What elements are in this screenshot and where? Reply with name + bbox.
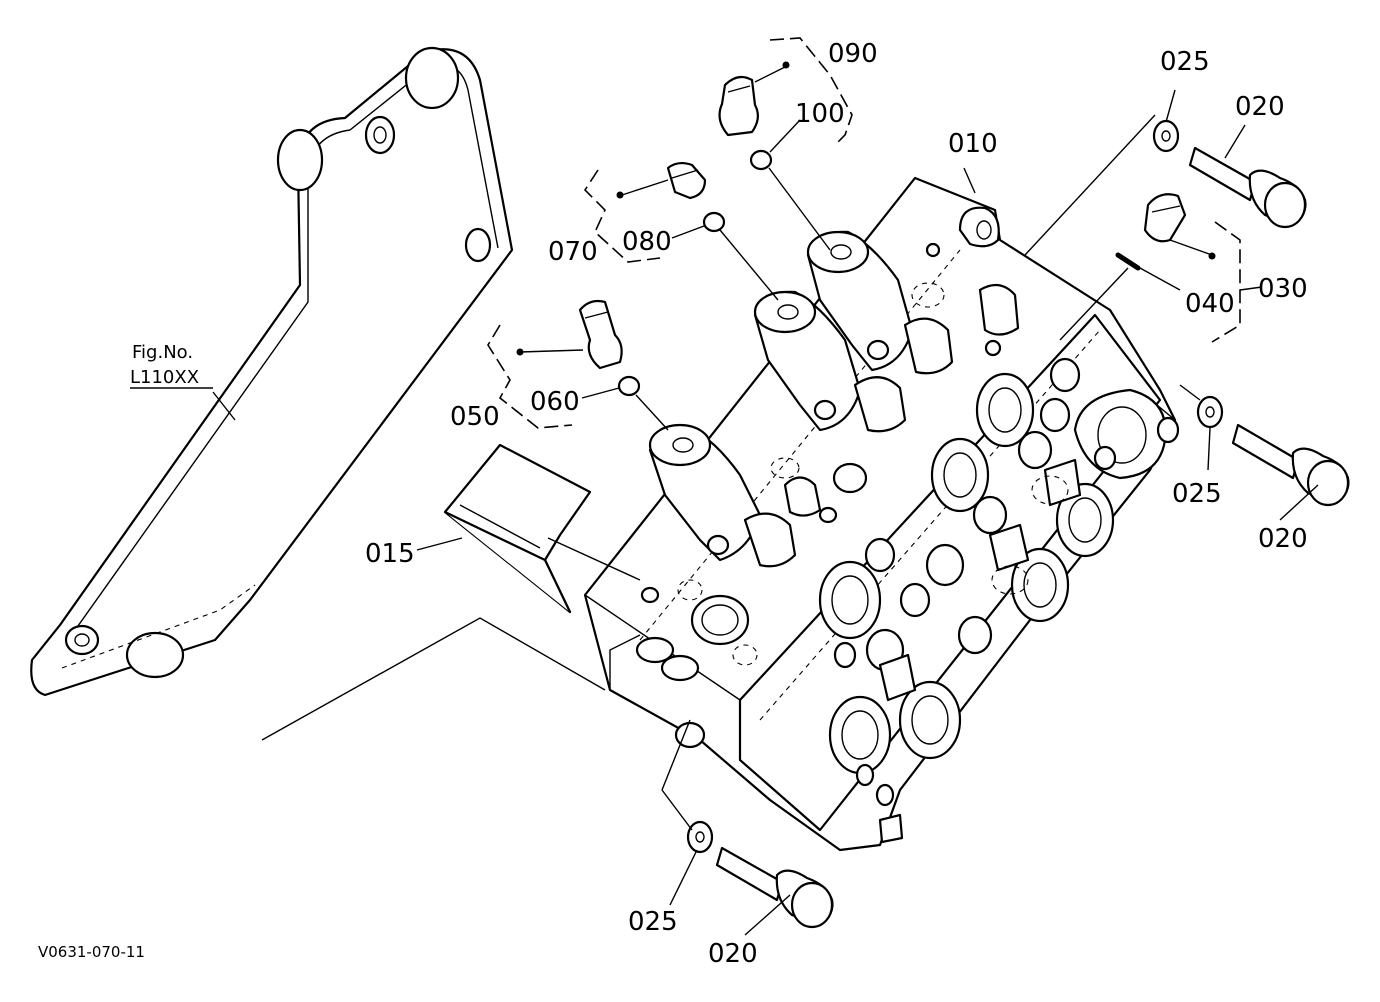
- fitting-070: [666, 161, 707, 200]
- callout-060[interactable]: 060: [530, 387, 580, 417]
- bracket-090: [769, 37, 853, 143]
- o-ring-080: [702, 211, 726, 233]
- callout-070[interactable]: 070: [548, 237, 598, 267]
- callout-025-bottom[interactable]: 025: [628, 907, 678, 937]
- callout-025-top[interactable]: 025: [1160, 47, 1210, 77]
- callout-020-top[interactable]: 020: [1235, 92, 1285, 122]
- callout-050[interactable]: 050: [450, 402, 500, 432]
- washer-025-top: [1152, 119, 1180, 153]
- callout-020-mid[interactable]: 020: [1258, 524, 1308, 554]
- o-ring-060: [617, 375, 641, 397]
- callout-010[interactable]: 010: [948, 129, 998, 159]
- valve-tower-left: [648, 423, 822, 568]
- bracket-030: [1211, 221, 1241, 343]
- figure-ref-label: Fig.No.: [132, 342, 193, 363]
- callout-025-mid[interactable]: 025: [1172, 479, 1222, 509]
- leader-lines: [212, 61, 1319, 936]
- callout-030[interactable]: 030: [1258, 274, 1308, 304]
- mounting-bracket: [30, 46, 514, 697]
- drawing-code: V0631-070-11: [38, 943, 145, 961]
- figure-ref-number: L110XX: [130, 367, 199, 388]
- control-valve-010: [583, 176, 1180, 852]
- callout-040[interactable]: 040: [1185, 289, 1235, 319]
- fitting-030: [1143, 193, 1187, 243]
- callout-020-bottom[interactable]: 020: [708, 939, 758, 969]
- callout-015[interactable]: 015: [365, 539, 415, 569]
- o-ring-040: [1115, 252, 1141, 271]
- washer-025-bottom: [686, 820, 714, 854]
- elbow-fitting-090: [718, 75, 759, 137]
- cover-015: [443, 443, 592, 614]
- elbow-fitting-050: [578, 299, 623, 370]
- washer-025-mid: [1196, 395, 1224, 429]
- bolt-020-bottom: [715, 846, 834, 929]
- o-ring-100: [749, 149, 773, 171]
- callout-090[interactable]: 090: [828, 39, 878, 69]
- valve-tower-right: [806, 230, 1020, 375]
- bolt-020-mid: [1231, 423, 1350, 507]
- valve-tower-middle: [753, 290, 907, 433]
- bracket-070: [583, 169, 661, 263]
- callout-080[interactable]: 080: [622, 227, 672, 257]
- callout-100[interactable]: 100: [795, 99, 845, 129]
- bolt-020-top: [1188, 146, 1307, 229]
